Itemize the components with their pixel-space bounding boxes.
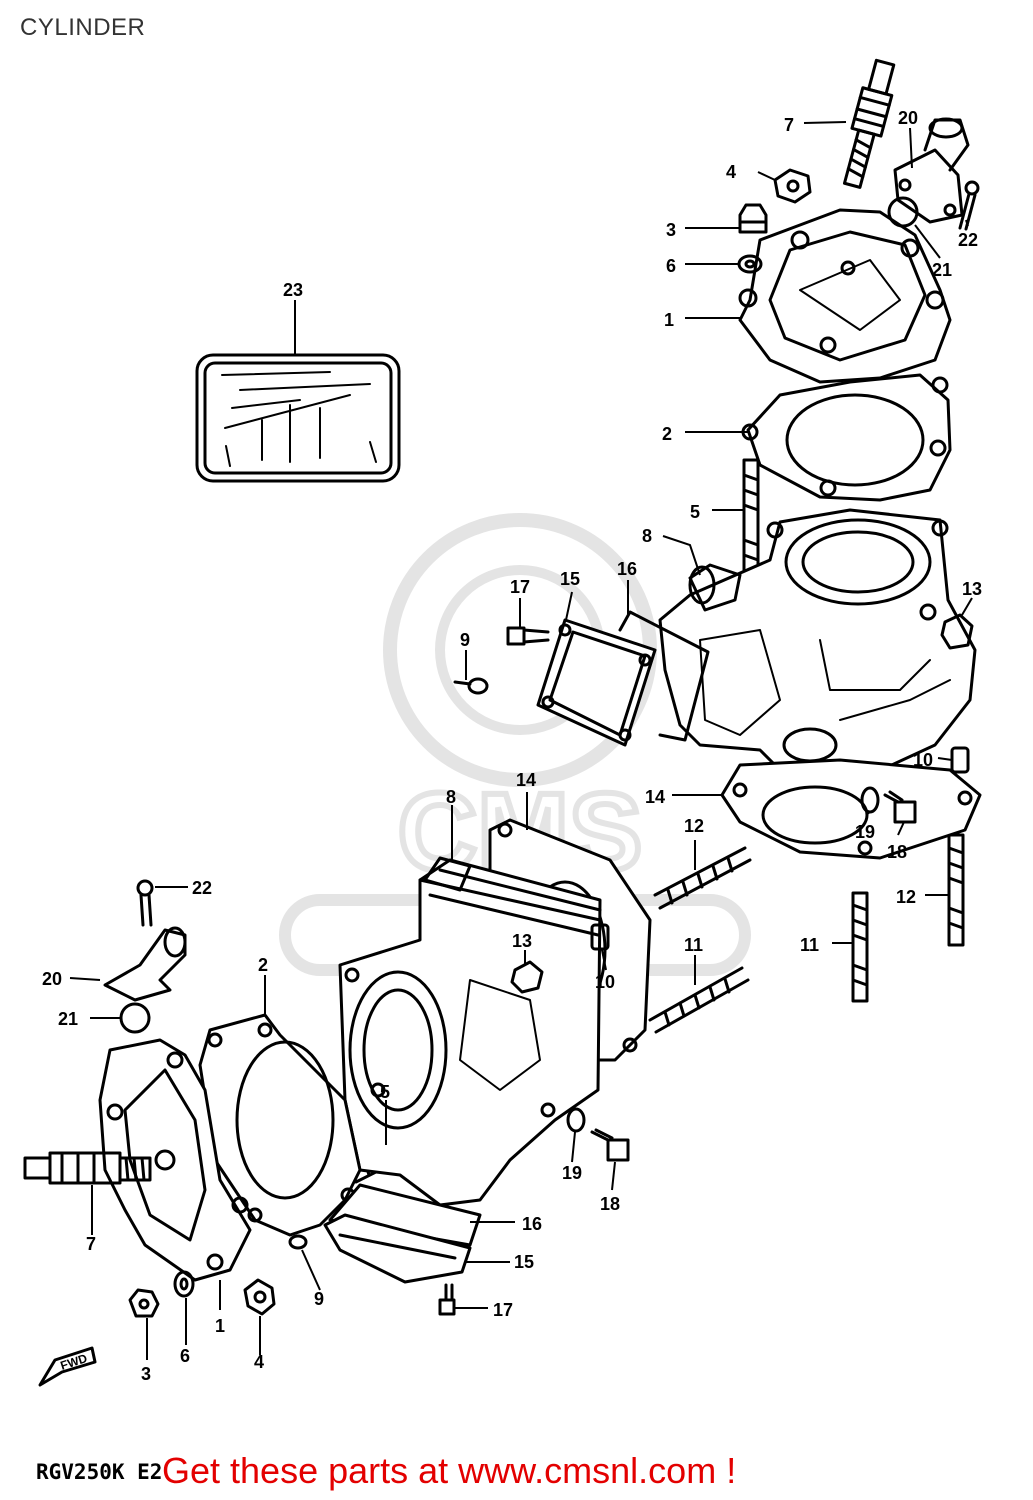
callout-18-lower: 18 xyxy=(600,1194,620,1214)
callout-2-upper: 2 xyxy=(662,424,672,444)
callout-6-upper: 6 xyxy=(666,256,676,276)
washer-6-lower xyxy=(173,1270,195,1298)
cap-nut-3-upper xyxy=(738,203,768,234)
callout-15-lower: 15 xyxy=(514,1252,534,1272)
cap-nut-3-lower xyxy=(128,1288,160,1318)
callout-21-lower: 21 xyxy=(58,1009,78,1029)
cylinder-lower xyxy=(338,858,602,1207)
head-gasket-upper xyxy=(741,373,952,502)
callout-13-upper: 13 xyxy=(962,579,982,599)
callout-11-lower: 11 xyxy=(684,935,703,955)
callout-16-lower: 16 xyxy=(522,1214,542,1234)
nut-4-lower xyxy=(243,1278,276,1316)
callout-20-upper: 20 xyxy=(898,108,918,128)
callout-10-upper: 10 xyxy=(913,750,933,770)
callout-9-lower: 9 xyxy=(314,1289,324,1309)
water-outlet-upper xyxy=(893,117,970,224)
water-outlet-lower xyxy=(103,926,187,1002)
callout-8-lower: 8 xyxy=(446,787,456,807)
callout-1-lower: 1 xyxy=(215,1316,225,1336)
callout-4-lower: 4 xyxy=(254,1352,264,1372)
callout-9-upper: 9 xyxy=(460,630,470,650)
reed-cover-upper xyxy=(536,618,657,747)
model-code: RGV250K E2 xyxy=(36,1460,163,1484)
bolt-17-upper xyxy=(506,626,550,646)
callout-2-lower: 2 xyxy=(258,955,268,975)
stud-5-upper xyxy=(742,458,760,580)
reed-cover-lower xyxy=(323,1213,472,1284)
pin-9-upper xyxy=(453,677,489,695)
callout-8-upper: 8 xyxy=(642,526,652,546)
forward-direction-arrow xyxy=(38,1346,97,1387)
bolt-22-upper xyxy=(958,180,980,231)
callout-17-upper: 17 xyxy=(510,577,530,597)
callout-11-upper: 11 xyxy=(800,935,819,955)
spark-plug-lower xyxy=(23,1151,152,1185)
callout-23: 23 xyxy=(283,280,303,300)
callout-17-lower: 17 xyxy=(493,1300,513,1320)
reed-gasket-upper xyxy=(618,610,710,742)
callout-13-lower: 13 xyxy=(512,931,532,951)
label-card-23 xyxy=(195,353,401,483)
cylinder-head-lower xyxy=(98,1038,252,1282)
callout-18-upper: 18 xyxy=(887,842,907,862)
callout-3-lower: 3 xyxy=(141,1364,151,1384)
callout-19-lower: 19 xyxy=(562,1163,582,1183)
washer-6-upper xyxy=(737,254,763,274)
callout-19-upper: 19 xyxy=(855,822,875,842)
stud-12-lower xyxy=(653,846,752,910)
callout-20-lower: 20 xyxy=(42,969,62,989)
leader-lines xyxy=(69,121,973,1360)
callout-16-upper: 16 xyxy=(617,559,637,579)
callout-21-upper: 21 xyxy=(932,260,952,280)
water-pipe-8-upper xyxy=(688,563,742,612)
callout-12-upper: 12 xyxy=(896,887,916,907)
callout-10-lower: 10 xyxy=(595,972,615,992)
callout-22-upper: 22 xyxy=(958,230,978,250)
o-ring-upper xyxy=(887,196,919,228)
bolt-22-lower xyxy=(136,879,154,927)
base-gasket-upper xyxy=(720,758,982,860)
stud-12-upper xyxy=(947,833,965,947)
plug-10-lower xyxy=(590,923,610,951)
callout-4-upper: 4 xyxy=(726,162,736,182)
washer-19-lower xyxy=(566,1107,586,1133)
callout-5-upper: 5 xyxy=(690,502,700,522)
callout-15-upper: 15 xyxy=(560,569,580,589)
nut-4-upper xyxy=(773,168,812,204)
cylinder-head-upper xyxy=(738,208,952,384)
callout-6-lower: 6 xyxy=(180,1346,190,1366)
stud-11-lower xyxy=(648,966,750,1034)
callout-14-upper: 14 xyxy=(645,787,665,807)
nut-13-upper xyxy=(940,613,974,650)
callout-7-upper: 7 xyxy=(784,115,794,135)
plug-10-upper xyxy=(950,746,970,774)
callout-12-lower: 12 xyxy=(684,816,704,836)
o-ring-lower xyxy=(119,1002,151,1034)
stud-11-upper xyxy=(851,891,869,1003)
pin-9-lower xyxy=(288,1234,308,1250)
callout-7-lower: 7 xyxy=(86,1234,96,1254)
bolt-18-upper xyxy=(883,790,917,824)
callout-1-upper: 1 xyxy=(664,310,674,330)
head-gasket-lower xyxy=(198,1013,362,1237)
promo-link[interactable]: Get these parts at www.cmsnl.com ! xyxy=(162,1450,737,1491)
callout-5-lower: 5 xyxy=(380,1082,390,1102)
nut-13-lower xyxy=(510,960,544,994)
bolt-18-lower xyxy=(590,1128,630,1162)
spark-plug-upper xyxy=(842,58,896,189)
callout-3-upper: 3 xyxy=(666,220,676,240)
page-title: CYLINDER xyxy=(20,14,146,41)
callout-22-lower: 22 xyxy=(192,878,212,898)
water-pipe-8-lower xyxy=(423,856,472,892)
bolt-17-lower xyxy=(438,1283,456,1316)
callout-14-lower: 14 xyxy=(516,770,536,790)
